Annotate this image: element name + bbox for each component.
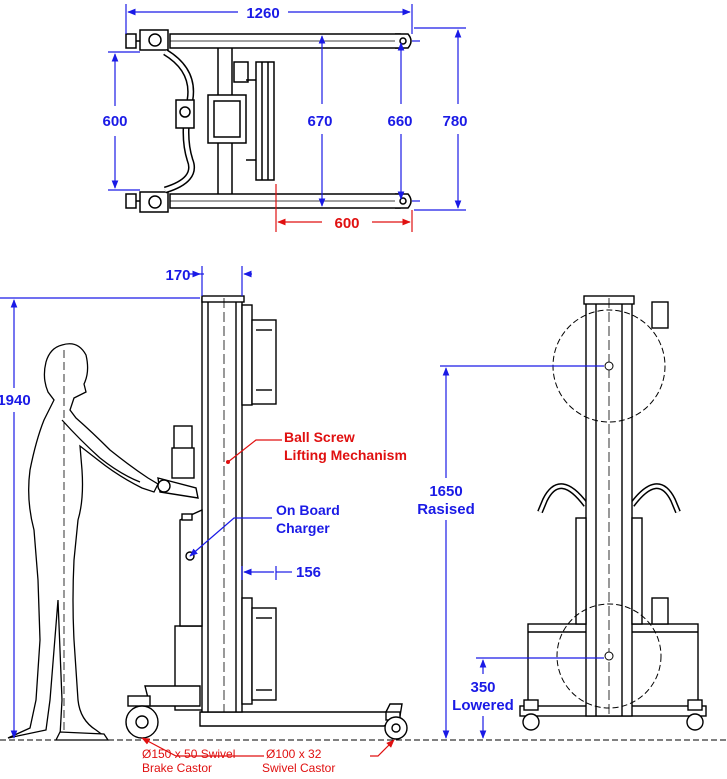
- dim-inner-width: 670: [307, 113, 332, 130]
- top-view-platform: [255, 61, 275, 181]
- top-view-leg-length-dimension: [275, 184, 413, 232]
- label-on-board: On Board: [276, 502, 340, 518]
- dim-raised-height: 1650: [429, 483, 462, 500]
- dim-mast-depth: 170: [165, 267, 190, 284]
- label-swivel-castor: Swivel Castor: [262, 761, 335, 774]
- label-lifting-mechanism: Lifting Mechanism: [284, 447, 407, 463]
- label-ball-screw: Ball Screw: [284, 429, 355, 445]
- side-view-callouts: [141, 439, 395, 757]
- top-view-castor-bottom: [125, 191, 169, 213]
- top-view: [125, 29, 412, 213]
- side-view-dimensions: [0, 266, 292, 739]
- top-view-upper-leg: [169, 33, 412, 49]
- label-charger: Charger: [276, 520, 330, 536]
- top-view-dimensions: [108, 4, 466, 211]
- dim-overall-height: 1940: [0, 392, 31, 409]
- dim-leg-length: 600: [334, 215, 359, 232]
- front-view-trolley: [519, 295, 707, 731]
- dim-raised-label: Rasised: [417, 501, 475, 518]
- front-view-dimensions: [440, 365, 604, 739]
- dim-leg-span: 660: [387, 113, 412, 130]
- dim-overall-length: 1260: [246, 5, 279, 22]
- operator-figure: [7, 343, 159, 741]
- dim-platform-offset: 156: [296, 564, 321, 581]
- dim-castor-spread: 600: [102, 113, 127, 130]
- top-view-lower-leg: [169, 193, 412, 209]
- dim-lowered-label: Lowered: [452, 697, 514, 714]
- dim-overall-width: 780: [442, 113, 467, 130]
- label-brake-castor: Brake Castor: [142, 761, 212, 774]
- side-view-trolley: [125, 295, 408, 740]
- dim-lowered-height: 350: [470, 679, 495, 696]
- label-brake-castor-size: Ø150 x 50 Swivel: [142, 747, 235, 761]
- label-swivel-castor-size: Ø100 x 32: [266, 747, 322, 761]
- top-view-castor-top: [125, 29, 169, 51]
